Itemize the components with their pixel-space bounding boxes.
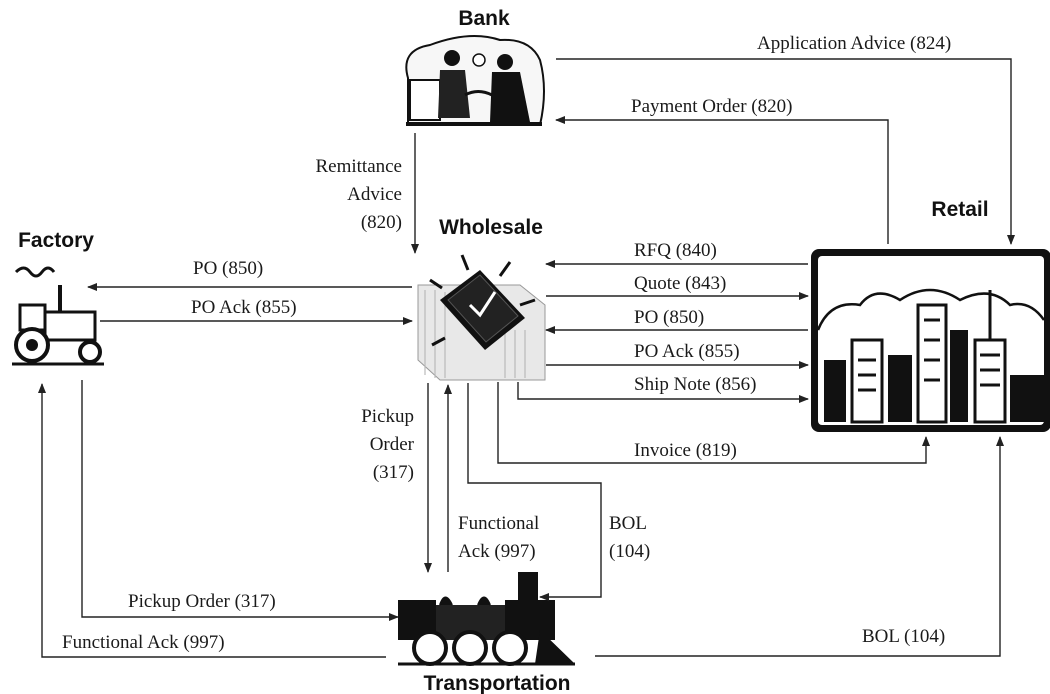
handshake-meeting-icon [405, 35, 545, 126]
application-advice-label: Application Advice (824) [757, 33, 951, 54]
checkbook-building-icon [417, 254, 546, 381]
po-retail-label: PO (850) [634, 307, 704, 328]
payment-order-label: Payment Order (820) [631, 96, 792, 117]
wholesale-title: Wholesale [439, 216, 543, 239]
ship-note-label: Ship Note (856) [634, 374, 756, 395]
functional-ack-label-2: Ack (997) [458, 541, 536, 562]
remittance-advice-label-2: Advice [347, 184, 402, 205]
tractor-icon [12, 266, 104, 366]
pickup-order-factory-arrow [81, 380, 399, 621]
locomotive-icon [398, 572, 575, 666]
pickup-order-label-1: Pickup [361, 406, 414, 427]
application-advice-arrow [556, 58, 1015, 245]
functional-ack-factory-arrow [38, 383, 386, 658]
bol-arrow [467, 383, 602, 601]
remittance-advice-label-1: Remittance [315, 156, 402, 177]
pickup-order-label-3: (317) [373, 462, 414, 483]
factory-title: Factory [18, 229, 94, 252]
quote-label: Quote (843) [634, 273, 726, 294]
bol-retail-label: BOL (104) [862, 626, 945, 647]
po-ack-factory-label: PO Ack (855) [191, 297, 297, 318]
bol-retail-arrow [595, 436, 1004, 657]
retail-title: Retail [931, 198, 988, 221]
transportation-title: Transportation [423, 672, 570, 694]
bol-label-1: BOL [609, 513, 647, 534]
city-skyline-icon [811, 249, 1050, 432]
invoice-arrow [497, 382, 930, 464]
pickup-order-label-2: Order [370, 434, 415, 455]
bank-title: Bank [458, 7, 510, 30]
ship-note-arrow [517, 382, 809, 403]
po-ack-retail-label: PO Ack (855) [634, 341, 740, 362]
bol-label-2: (104) [609, 541, 650, 562]
functional-ack-label-1: Functional [458, 513, 539, 534]
payment-order-arrow [555, 116, 889, 244]
invoice-label: Invoice (819) [634, 440, 737, 461]
pickup-order-factory-label: Pickup Order (317) [128, 591, 276, 612]
rfq-label: RFQ (840) [634, 240, 717, 261]
functional-ack-factory-label: Functional Ack (997) [62, 632, 225, 653]
po-factory-label: PO (850) [193, 258, 263, 279]
remittance-advice-label-3: (820) [361, 212, 402, 233]
